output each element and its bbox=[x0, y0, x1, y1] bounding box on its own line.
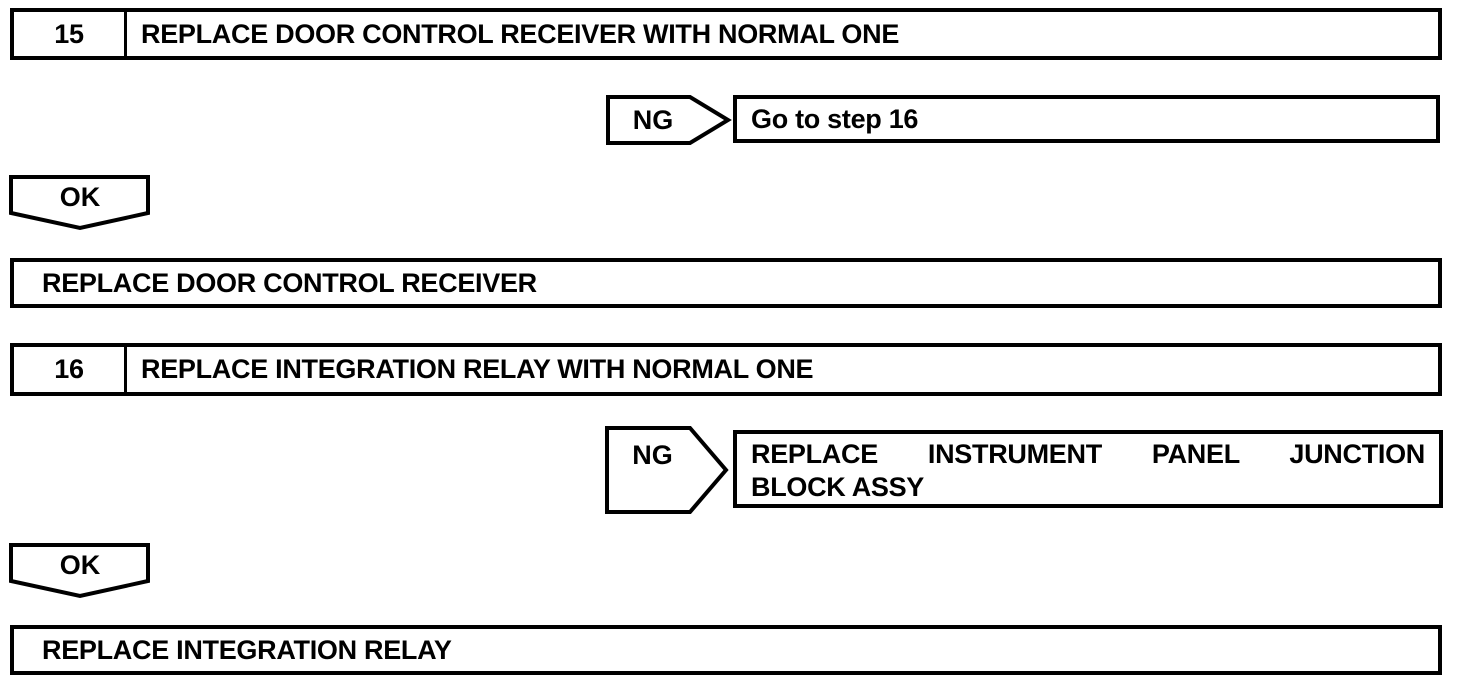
ok-chevron-icon bbox=[9, 175, 150, 231]
ok-result-text: REPLACE INTEGRATION RELAY bbox=[42, 634, 452, 665]
ok-result-box-step-15: REPLACE DOOR CONTROL RECEIVER bbox=[10, 258, 1442, 308]
ng-action-text: Go to step 16 bbox=[751, 103, 919, 134]
ok-result-text: REPLACE DOOR CONTROL RECEIVER bbox=[42, 267, 537, 298]
ng-arrow-step-16: NG bbox=[605, 426, 731, 514]
ok-badge-step-16: OK bbox=[9, 543, 151, 599]
ok-label: OK bbox=[59, 182, 101, 212]
ng-label: NG bbox=[632, 105, 674, 135]
step-16-number: 16 bbox=[14, 347, 127, 392]
ng-action-box-step-16: REPLACE INSTRUMENT PANEL JUNCTION BLOCK … bbox=[733, 430, 1443, 508]
step-15-header-box: 15 REPLACE DOOR CONTROL RECEIVER WITH NO… bbox=[10, 8, 1442, 60]
step-16-title: REPLACE INTEGRATION RELAY WITH NORMAL ON… bbox=[141, 354, 814, 384]
ok-label: OK bbox=[59, 550, 101, 580]
ng-action-box-step-15: Go to step 16 bbox=[733, 95, 1440, 143]
ng-action-line1: REPLACE INSTRUMENT PANEL JUNCTION bbox=[751, 439, 1425, 469]
ok-result-box-step-16: REPLACE INTEGRATION RELAY bbox=[10, 625, 1442, 675]
ng-action-line2: BLOCK ASSY bbox=[751, 472, 925, 502]
ng-label: NG bbox=[632, 440, 673, 470]
ok-chevron-icon bbox=[9, 543, 150, 599]
step-16-header-box: 16 REPLACE INTEGRATION RELAY WITH NORMAL… bbox=[10, 343, 1442, 396]
step-15-number: 15 bbox=[14, 12, 127, 56]
ng-pentagon-icon bbox=[606, 95, 732, 145]
ng-pentagon-icon bbox=[605, 426, 729, 514]
step-15-title: REPLACE DOOR CONTROL RECEIVER WITH NORMA… bbox=[141, 18, 900, 49]
ok-badge-step-15: OK bbox=[9, 175, 151, 231]
ng-arrow-step-15: NG bbox=[606, 95, 732, 145]
